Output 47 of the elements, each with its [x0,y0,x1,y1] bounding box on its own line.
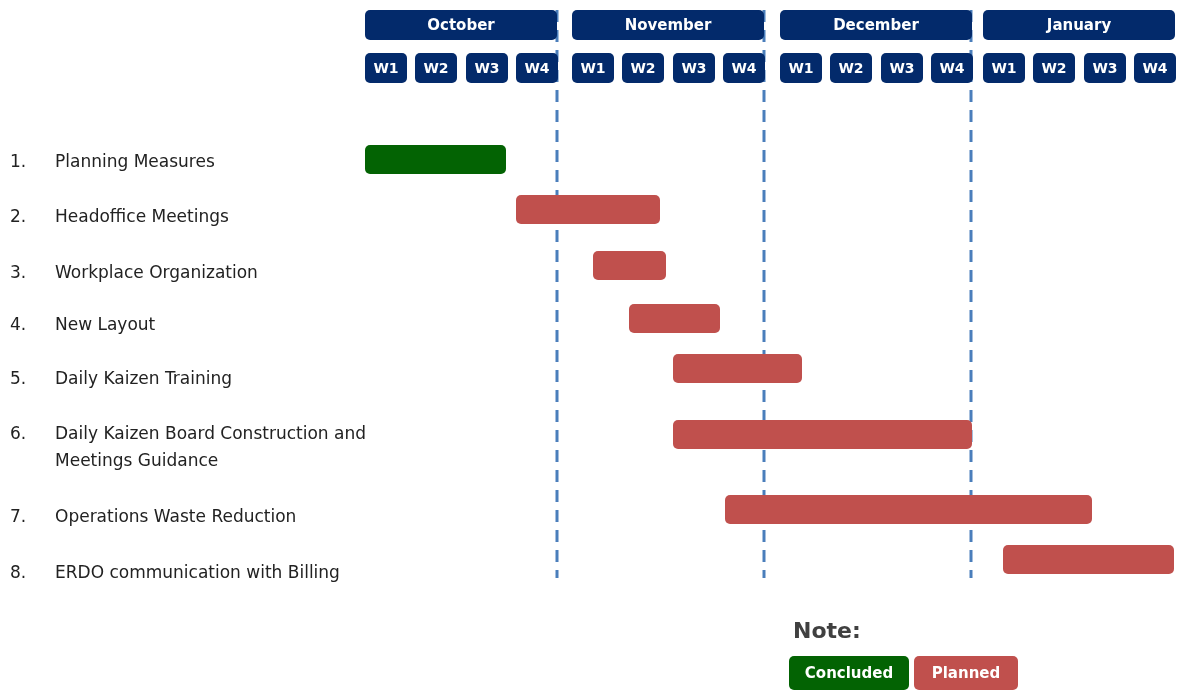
week-header: W3 [673,53,715,83]
task-name: Daily Kaizen Board Construction and Meetings Guidance [55,422,367,472]
month-header: December [780,10,972,40]
planned-bar [593,251,666,280]
concluded-bar [365,145,506,174]
week-header: W1 [365,53,407,83]
week-header: W4 [516,53,558,83]
legend-swatch: Planned [914,656,1018,690]
row-number: 1. [10,150,27,173]
row-number: 2. [10,205,27,228]
month-header: November [572,10,764,40]
planned-bar [1003,545,1174,574]
task-name: Daily Kaizen Training [55,367,234,390]
task-name: New Layout [55,313,157,336]
row-number: 8. [10,561,27,584]
week-header: W2 [622,53,664,83]
row-number: 6. [10,422,27,445]
week-header: W1 [983,53,1025,83]
week-header: W2 [1033,53,1075,83]
row-number: 7. [10,505,27,528]
planned-bar [673,420,972,449]
task-name: Operations Waste Reduction [55,505,298,528]
row-number: 4. [10,313,27,336]
planned-bar [629,304,720,333]
week-header: W2 [415,53,457,83]
note-heading: Note: [793,617,861,644]
week-header: W3 [466,53,508,83]
task-name: Workplace Organization [55,261,259,284]
month-header: October [365,10,557,40]
task-name: Headoffice Meetings [55,205,230,228]
month-header: January [983,10,1175,40]
planned-bar [725,495,1092,524]
legend-swatch: Concluded [789,656,909,690]
week-header: W1 [572,53,614,83]
week-header: W3 [1084,53,1126,83]
week-header: W1 [780,53,822,83]
week-header: W4 [723,53,765,83]
row-number: 5. [10,367,27,390]
task-name: ERDO communication with Billing [55,561,341,584]
task-name: Planning Measures [55,150,216,173]
row-number: 3. [10,261,27,284]
planned-bar [673,354,802,383]
week-header: W3 [881,53,923,83]
week-header: W4 [1134,53,1176,83]
week-header: W2 [830,53,872,83]
week-header: W4 [931,53,973,83]
planned-bar [516,195,660,224]
